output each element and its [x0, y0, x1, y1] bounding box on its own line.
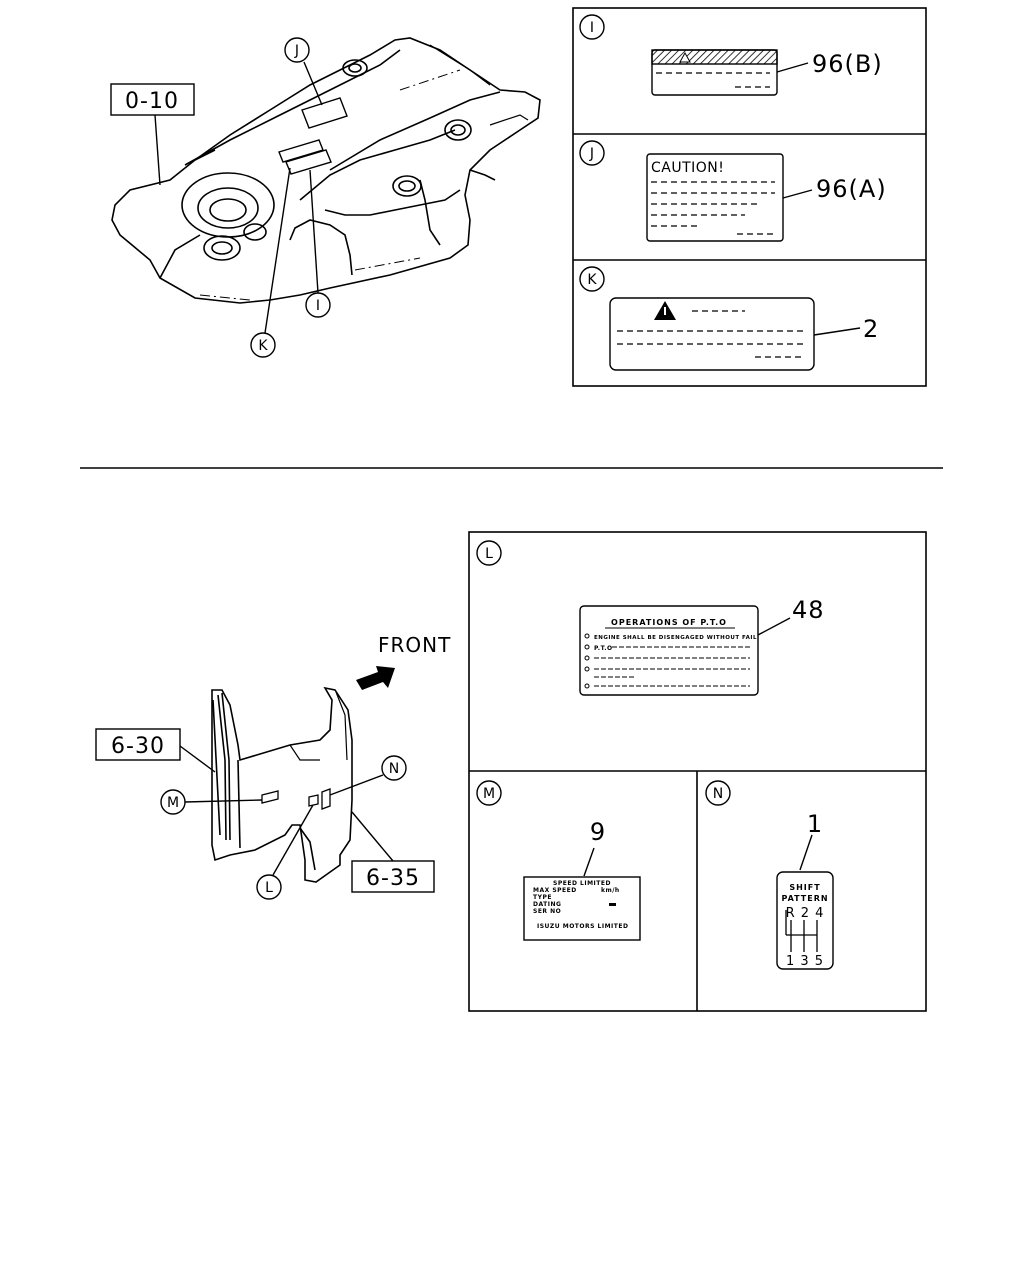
callout-k-case-text: K — [258, 338, 268, 354]
assembly-ref-6-35-text: 6-35 — [366, 866, 420, 891]
assembly-ref-0-10: 0-10 — [110, 83, 195, 186]
label-patches-on-case — [278, 97, 348, 175]
shift-label-bottom-row: 1 3 5 — [786, 954, 824, 969]
part-number-2: 2 — [863, 315, 879, 343]
speed-label-row-4: SER NO — [533, 908, 561, 915]
panel-l-id: L — [485, 546, 493, 562]
assembly-ref-0-10-text: 0-10 — [125, 89, 179, 114]
label-panels-bottom — [468, 531, 927, 1012]
assembly-ref-6-35: 6-35 — [351, 811, 435, 893]
shift-label-top-row: R 2 4 — [786, 906, 825, 921]
callout-l-panel-text: L — [265, 880, 273, 896]
shift-gate-icon — [785, 910, 818, 952]
transmission-case-illustration — [111, 37, 541, 304]
label-panels-top — [572, 7, 927, 387]
callout-i-case-text: I — [316, 298, 320, 314]
front-arrow-icon — [356, 666, 395, 690]
callout-m-panel-text: M — [167, 795, 179, 811]
label-patches-on-panel — [261, 788, 331, 810]
part-number-96b: 96(B) — [812, 50, 883, 78]
panel-k-id: K — [587, 272, 597, 288]
assembly-ref-6-30-text: 6-30 — [111, 734, 165, 759]
panel-k: K 2 — [579, 266, 879, 371]
front-direction-label: FRONT — [378, 633, 451, 657]
speed-label-unit: km/h — [601, 887, 620, 894]
part-number-48: 48 — [792, 596, 825, 624]
pto-label-title: OPERATIONS OF P.T.O — [611, 618, 727, 627]
warning-triangle-icon — [679, 51, 691, 63]
speed-label-row-3: DATING — [533, 901, 561, 908]
callout-n-panel-text: N — [389, 761, 399, 777]
speed-label-title: SPEED LIMITED — [553, 880, 611, 887]
panel-l: L OPERATIONS OF P.T.O ENGINE SHALL BE DI… — [476, 540, 825, 696]
panel-m: M SPEED LIMITED MAX SPEED TYPE DATING SE… — [476, 780, 641, 941]
assembly-ref-6-30: 6-30 — [95, 728, 216, 773]
panel-i: I 96(B) — [579, 14, 883, 96]
pto-label-line1: ENGINE SHALL BE DISENGAGED WITHOUT FAIL — [594, 635, 757, 641]
callout-i-case — [305, 169, 331, 318]
callout-j-case-text: J — [294, 43, 299, 59]
panel-j: J CAUTION! 96(A) — [579, 140, 887, 242]
pto-label-line2: P.T.O — [594, 645, 613, 652]
part-number-9: 9 — [590, 818, 606, 846]
callout-l-panel — [256, 804, 314, 900]
speed-label-row-2: TYPE — [533, 894, 552, 901]
shift-label-title-1: SHIFT — [789, 883, 820, 892]
callout-n-panel — [329, 755, 407, 796]
panel-m-id: M — [483, 786, 495, 802]
callout-m-panel — [160, 789, 263, 815]
speed-limited-label — [523, 876, 641, 941]
part-number-1: 1 — [807, 810, 823, 838]
panel-n: N SHIFT PATTERN R 2 4 1 3 5 1 — [705, 780, 834, 970]
panel-n-id: N — [713, 786, 723, 802]
caution-label-title: CAUTION! — [651, 160, 724, 176]
callout-j-case — [284, 37, 323, 106]
callout-k-case — [250, 167, 291, 358]
panel-j-id: J — [589, 146, 594, 162]
warning-label-2 — [609, 297, 815, 371]
panel-i-id: I — [590, 20, 594, 36]
part-number-96a: 96(A) — [816, 175, 887, 203]
shift-label-title-2: PATTERN — [781, 894, 828, 903]
speed-label-footer: ISUZU MOTORS LIMITED — [537, 923, 628, 930]
speed-label-row-1: MAX SPEED — [533, 887, 577, 894]
cab-panel-illustration — [211, 686, 353, 883]
